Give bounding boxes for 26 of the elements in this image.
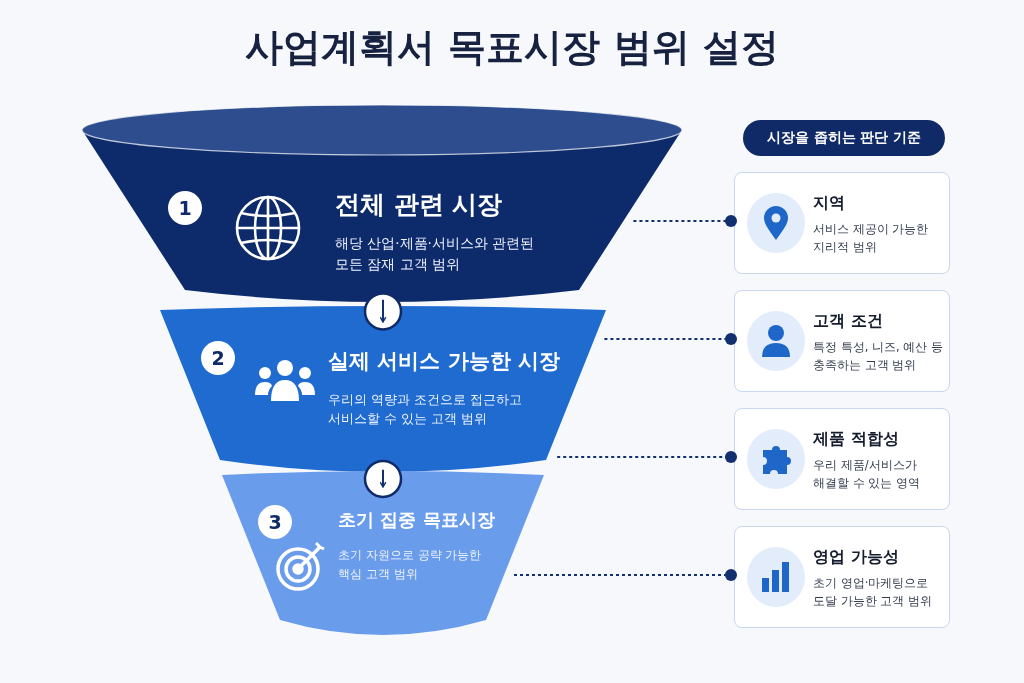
criteria-description: 우리 제품/서비스가 해결할 수 있는 영역 bbox=[813, 457, 921, 492]
dotted-leader-line bbox=[632, 215, 737, 227]
criteria-card bbox=[734, 172, 950, 274]
criteria-description: 서비스 제공이 가능한 지리적 범위 bbox=[813, 221, 930, 256]
dotted-leader-line bbox=[513, 569, 737, 581]
stage-title: 초기 집중 목표시장 bbox=[338, 508, 495, 532]
criteria-title: 지역 bbox=[813, 193, 845, 214]
section-header: 시장을 좁히는 판단 기준 bbox=[743, 120, 945, 156]
criteria-description: 특정 특성, 니즈, 예산 등 충족하는 고객 범위 bbox=[813, 339, 944, 374]
criteria-title: 영업 가능성 bbox=[813, 547, 899, 568]
stage-description: 초기 자원으로 공략 가능한 핵심 고객 범위 bbox=[338, 547, 483, 583]
down-arrow bbox=[379, 468, 387, 488]
criteria-card bbox=[734, 290, 950, 392]
page-title: 사업계획서 목표시장 범위 설정 bbox=[244, 24, 780, 71]
criteria-card bbox=[734, 408, 950, 510]
criteria-card bbox=[734, 526, 950, 628]
criteria-title: 제품 적합성 bbox=[813, 429, 899, 450]
stage-title: 실제 서비스 가능한 시장 bbox=[328, 348, 560, 375]
criteria-description: 초기 영업·마케팅으로 도달 가능한 고객 범위 bbox=[813, 575, 933, 610]
criteria-title: 고객 조건 bbox=[813, 311, 883, 332]
stage-description: 해당 산업·제품·서비스와 관련된 모든 잠재 고객 범위 bbox=[335, 234, 536, 274]
stage-description: 우리의 역량과 조건으로 접근하고 서비스할 수 있는 고객 범위 bbox=[328, 391, 523, 429]
dotted-leader-line bbox=[556, 451, 737, 463]
down-arrow bbox=[379, 298, 387, 323]
stage-title: 전체 관련 시장 bbox=[335, 189, 503, 221]
dotted-leader-line bbox=[603, 333, 737, 345]
